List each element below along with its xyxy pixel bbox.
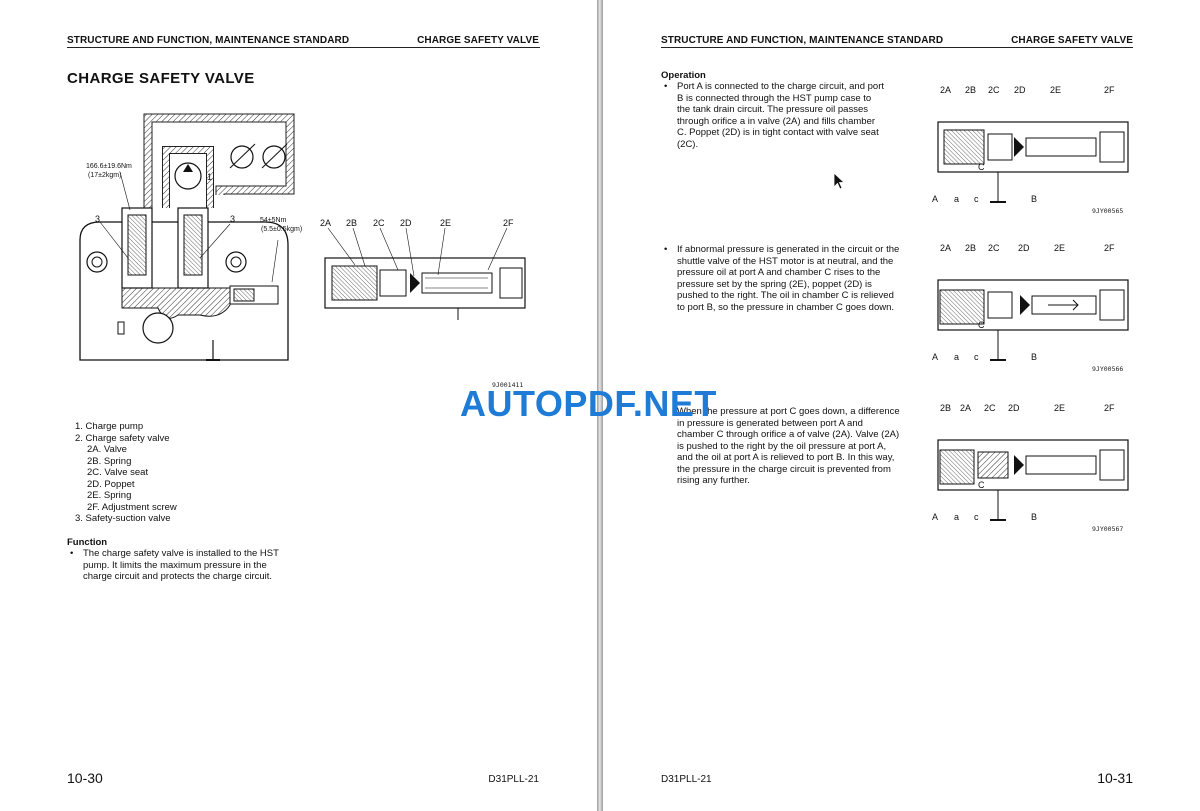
callout-2a: 2A bbox=[320, 218, 331, 228]
callout-2c: 2C bbox=[373, 218, 385, 228]
parts-list: 1. Charge pump 2. Charge safety valve 2A… bbox=[75, 421, 177, 525]
function-text: The charge safety valve is installed to … bbox=[83, 548, 279, 582]
right-page: STRUCTURE AND FUNCTION, MAINTENANCE STAN… bbox=[603, 0, 1200, 811]
operation-text-1: Port A is connected to the charge circui… bbox=[677, 81, 885, 150]
operation-bullet-1: •Port A is connected to the charge circu… bbox=[664, 81, 885, 150]
fig3-port: C bbox=[978, 480, 985, 490]
valve-figure-relief: 2B 2A 2C 2D 2E 2F A a c C B 9JY00567 bbox=[932, 403, 1129, 533]
operation-text-2: If abnormal pressure is generated in the… bbox=[677, 244, 900, 313]
parts-item: 2D. Poppet bbox=[87, 478, 135, 490]
fig2-callout: 2B bbox=[965, 243, 976, 253]
operation-text-3: When the pressure at port C goes down, a… bbox=[677, 406, 900, 486]
fig3-callout: 2B bbox=[940, 403, 951, 413]
callout-2e: 2E bbox=[440, 218, 451, 228]
fig3-callout: 2D bbox=[1008, 403, 1020, 413]
fig2-callout: 2F bbox=[1104, 243, 1115, 253]
page-number: 10-30 bbox=[67, 770, 103, 786]
parts-item: 2C. Valve seat bbox=[87, 467, 149, 478]
fig3-port: a bbox=[954, 512, 959, 522]
fig3-callout: 2A bbox=[960, 403, 971, 413]
watermark: AUTOPDF.NET bbox=[460, 383, 717, 424]
callout-3a: 3 bbox=[95, 214, 100, 224]
torque-label-2: 54±5Nm bbox=[260, 217, 287, 224]
callout-3b: 3 bbox=[230, 214, 235, 224]
operation-section: Operation •Port A is connected to the ch… bbox=[661, 70, 886, 150]
fig1-callout: 2D bbox=[1014, 85, 1026, 95]
fig3-port: c bbox=[974, 512, 979, 522]
operation-bullet-2: •If abnormal pressure is generated in th… bbox=[664, 244, 900, 313]
fig2-port: B bbox=[1031, 352, 1037, 362]
fig1-port: a bbox=[954, 194, 959, 204]
parts-item: 3. Safety-suction valve bbox=[75, 513, 171, 524]
fig2-port: c bbox=[974, 352, 979, 362]
parts-item: 2B. Spring bbox=[87, 455, 132, 467]
function-section: Function •The charge safety valve is ins… bbox=[67, 537, 297, 583]
fig2-port: C bbox=[978, 320, 985, 330]
fig1-callout: 2B bbox=[965, 85, 976, 95]
charge-safety-valve-detail bbox=[324, 227, 526, 320]
fig1-port: B bbox=[1031, 194, 1037, 204]
operation-bullet-3: •When the pressure at port C goes down, … bbox=[664, 406, 900, 486]
callout-2b: 2B bbox=[346, 218, 357, 228]
fig1-port: C bbox=[978, 162, 985, 172]
fig2-callout: 2E bbox=[1054, 243, 1065, 253]
fig2-callout: 2D bbox=[1018, 243, 1030, 253]
operation-heading: Operation bbox=[661, 70, 706, 81]
charge-safety-valve-figure: 166.6±19.6Nm (17±2kgm) 54±5Nm (5.5±0.5kg… bbox=[79, 113, 526, 389]
fig1-callout: 2C bbox=[988, 85, 1000, 95]
header-rule bbox=[67, 47, 540, 48]
header-topic: CHARGE SAFETY VALVE bbox=[417, 35, 539, 46]
fig1-code: 9JY00565 bbox=[1092, 207, 1123, 215]
left-page: STRUCTURE AND FUNCTION, MAINTENANCE STAN… bbox=[0, 0, 597, 811]
torque-label-1b: (17±2kgm) bbox=[88, 172, 121, 179]
parts-item: 1. Charge pump bbox=[75, 421, 144, 432]
fig1-callout: 2A bbox=[940, 85, 951, 95]
doc-code: D31PLL-21 bbox=[661, 774, 712, 785]
fig2-code: 9JY00566 bbox=[1092, 365, 1123, 373]
fig3-callout: 2C bbox=[984, 403, 996, 413]
callout-2f: 2F bbox=[503, 218, 514, 228]
fig3-code: 9JY00567 bbox=[1092, 525, 1123, 533]
fig2-callout: 2C bbox=[988, 243, 1000, 253]
callout-1: 1 bbox=[207, 172, 212, 182]
fig3-callout: 2F bbox=[1104, 403, 1115, 413]
page-number: 10-31 bbox=[1097, 770, 1133, 786]
fig1-port: c bbox=[974, 194, 979, 204]
fig2-port: A bbox=[932, 352, 938, 362]
header-section-title: STRUCTURE AND FUNCTION, MAINTENANCE STAN… bbox=[661, 35, 944, 46]
header-topic: CHARGE SAFETY VALVE bbox=[1011, 35, 1133, 46]
parts-item: 2F. Adjustment screw bbox=[87, 501, 177, 513]
parts-item: 2E. Spring bbox=[87, 490, 132, 501]
fig1-callout: 2F bbox=[1104, 85, 1115, 95]
valve-figure-closed: 2A 2B 2C 2D 2E 2F A a c C B 9JY00565 bbox=[932, 85, 1129, 215]
function-heading: Function bbox=[67, 537, 108, 548]
torque-label-1: 166.6±19.6Nm bbox=[86, 163, 132, 170]
page-title: CHARGE SAFETY VALVE bbox=[67, 70, 255, 87]
fig2-port: a bbox=[954, 352, 959, 362]
callout-2d: 2D bbox=[400, 218, 412, 228]
parts-item: 2. Charge safety valve bbox=[75, 432, 170, 444]
book-gutter bbox=[597, 0, 603, 811]
fig3-port: A bbox=[932, 512, 938, 522]
torque-label-2b: (5.5±0.5kgm) bbox=[261, 226, 302, 233]
doc-code: D31PLL-21 bbox=[488, 774, 539, 785]
header-section-title: STRUCTURE AND FUNCTION, MAINTENANCE STAN… bbox=[67, 35, 350, 46]
fig3-callout: 2E bbox=[1054, 403, 1065, 413]
fig1-callout: 2E bbox=[1050, 85, 1061, 95]
fig3-port: B bbox=[1031, 512, 1037, 522]
valve-figure-poppet-open: 2A 2B 2C 2D 2E 2F A a c C B 9JY00566 bbox=[932, 243, 1129, 373]
header-rule bbox=[661, 47, 1133, 48]
figure-code: 9J001411 bbox=[492, 381, 523, 389]
fig2-callout: 2A bbox=[940, 243, 951, 253]
fig1-port: A bbox=[932, 194, 938, 204]
mouse-cursor-icon bbox=[833, 172, 846, 190]
parts-item: 2A. Valve bbox=[87, 444, 127, 455]
function-bullet: •The charge safety valve is installed to… bbox=[70, 548, 279, 582]
